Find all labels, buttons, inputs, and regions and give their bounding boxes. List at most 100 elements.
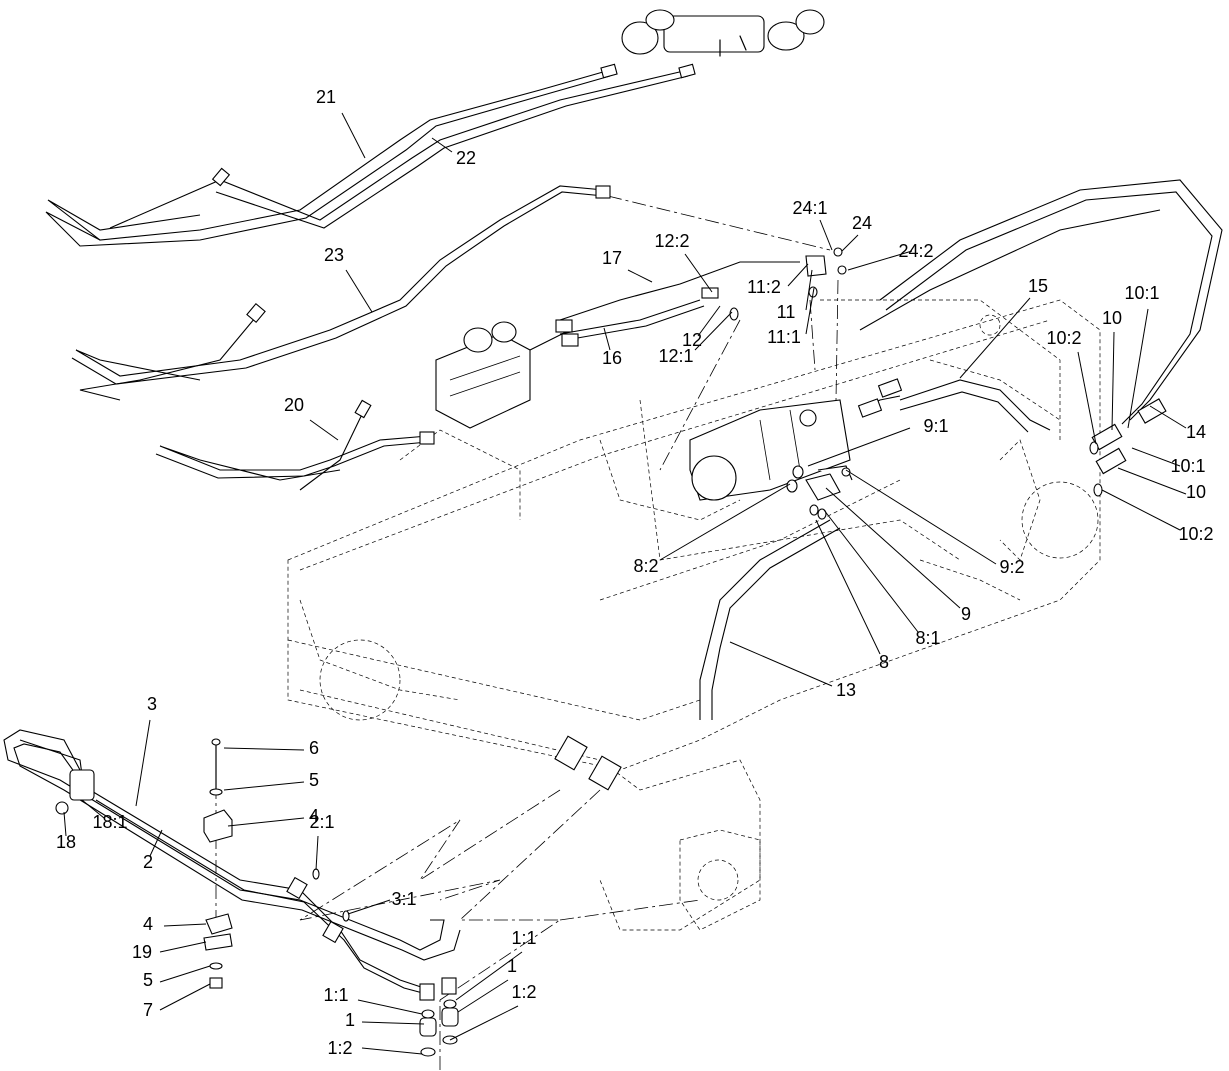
callout-leader-10 bbox=[805, 269, 813, 311]
callout-leader-29 bbox=[729, 641, 833, 687]
callout-label-37: 2 bbox=[143, 852, 153, 872]
hose-13 bbox=[554, 519, 841, 791]
callout-label-35: 18 bbox=[56, 832, 76, 852]
callout-leader-0 bbox=[341, 112, 366, 159]
callout-leader-24 bbox=[845, 469, 997, 565]
machine-frame bbox=[287, 299, 1101, 931]
callout-leader-3 bbox=[309, 419, 339, 441]
callout-label-2: 23 bbox=[324, 245, 344, 265]
callout-label-8: 24 bbox=[852, 213, 872, 233]
callout-leader-37 bbox=[149, 829, 163, 857]
hose-20 bbox=[155, 399, 435, 491]
callout-leader-42 bbox=[159, 983, 211, 1011]
callout-leader-48 bbox=[361, 1047, 423, 1055]
callout-leader-44 bbox=[457, 979, 509, 1013]
callout-leader-28 bbox=[815, 519, 881, 655]
callout-label-13: 16 bbox=[602, 348, 622, 368]
callout-leader-45 bbox=[449, 1005, 519, 1041]
callout-leader-21 bbox=[1131, 447, 1181, 467]
callout-leader-16 bbox=[1127, 308, 1149, 429]
steering-cylinder bbox=[621, 9, 825, 57]
callout-label-11: 11:1 bbox=[767, 327, 801, 347]
callout-leader-2 bbox=[345, 269, 373, 313]
hydraulic-pump bbox=[689, 399, 851, 501]
callout-leader-20 bbox=[807, 427, 911, 467]
callout-leader-38 bbox=[347, 899, 391, 915]
callout-label-23: 10:2 bbox=[1178, 524, 1213, 544]
callout-leader-40 bbox=[159, 941, 207, 953]
callout-label-17: 10 bbox=[1102, 308, 1122, 328]
callout-label-32: 5 bbox=[309, 770, 319, 790]
callout-label-18: 10:2 bbox=[1046, 328, 1081, 348]
callout-leader-39 bbox=[163, 923, 207, 927]
callout-label-45: 1:2 bbox=[511, 982, 536, 1002]
callout-leader-11 bbox=[805, 287, 815, 335]
callout-leader-25 bbox=[659, 483, 791, 561]
control-valve bbox=[435, 321, 531, 429]
callout-leader-32 bbox=[223, 781, 305, 791]
callout-leader-30 bbox=[135, 719, 151, 807]
callout-label-3: 20 bbox=[284, 395, 304, 415]
callout-leader-5 bbox=[684, 253, 713, 293]
callout-leader-34 bbox=[81, 799, 105, 819]
callout-leader-17 bbox=[1111, 331, 1115, 431]
tube-assembly-2-3 bbox=[3, 729, 461, 997]
callout-label-21: 10:1 bbox=[1170, 456, 1205, 476]
hose-23 bbox=[71, 185, 611, 401]
callout-label-4: 17 bbox=[602, 248, 622, 268]
callout-label-30: 3 bbox=[147, 694, 157, 714]
callout-label-10: 11 bbox=[777, 302, 796, 322]
callout-label-42: 7 bbox=[143, 1000, 153, 1020]
callout-label-31: 6 bbox=[309, 738, 319, 758]
callout-label-25: 8:2 bbox=[633, 556, 658, 576]
callout-label-6: 11:2 bbox=[747, 277, 781, 297]
callout-leader-43 bbox=[455, 951, 523, 1001]
callout-leader-6 bbox=[787, 263, 809, 287]
hose-14-15 bbox=[857, 179, 1223, 433]
callout-label-7: 24:1 bbox=[792, 198, 827, 218]
callout-leader-7 bbox=[819, 219, 833, 251]
callout-label-16: 10:1 bbox=[1124, 283, 1159, 303]
callout-leader-33 bbox=[227, 817, 305, 827]
fitting-11-24 bbox=[805, 247, 847, 298]
callout-leader-9 bbox=[847, 250, 913, 271]
callout-label-9: 24:2 bbox=[898, 241, 933, 261]
fitting-1 bbox=[419, 977, 459, 1057]
callout-label-14: 12:1 bbox=[658, 346, 693, 366]
callout-label-29: 13 bbox=[836, 680, 856, 700]
callout-leader-18 bbox=[1077, 351, 1097, 445]
callout-leader-41 bbox=[159, 965, 211, 983]
callout-leader-15 bbox=[959, 297, 1031, 379]
callout-leader-4 bbox=[627, 269, 653, 283]
callout-label-36: 2:1 bbox=[309, 812, 334, 832]
phantom-lines bbox=[215, 195, 839, 1070]
callout-label-43: 1:1 bbox=[511, 928, 536, 948]
callout-label-28: 8 bbox=[879, 652, 889, 672]
callout-label-38: 3:1 bbox=[391, 889, 416, 909]
fitting-10 bbox=[1089, 423, 1127, 497]
callout-label-15: 15 bbox=[1028, 276, 1048, 296]
callout-leader-14 bbox=[694, 311, 733, 351]
callout-label-19: 14 bbox=[1186, 422, 1206, 442]
callout-leader-13 bbox=[603, 327, 611, 351]
callout-label-0: 21 bbox=[316, 87, 336, 107]
callout-label-20: 9:1 bbox=[923, 416, 948, 436]
callout-label-46: 1:1 bbox=[323, 985, 348, 1005]
callout-leader-22 bbox=[1117, 467, 1187, 495]
callout-label-41: 5 bbox=[143, 970, 153, 990]
callout-label-22: 10 bbox=[1186, 482, 1206, 502]
callout-leader-31 bbox=[223, 747, 305, 751]
callout-label-34: 18:1 bbox=[92, 812, 127, 832]
callout-leader-47 bbox=[361, 1021, 425, 1025]
callout-leader-19 bbox=[1149, 405, 1187, 429]
callout-label-26: 9 bbox=[961, 604, 971, 624]
callout-leader-27 bbox=[823, 509, 919, 633]
callout-leader-46 bbox=[357, 999, 423, 1015]
clamp-stack bbox=[203, 738, 233, 989]
callout-label-47: 1 bbox=[345, 1010, 355, 1030]
callout-leader-23 bbox=[1101, 489, 1181, 531]
callout-label-27: 8:1 bbox=[915, 628, 940, 648]
hose-21-22 bbox=[45, 63, 696, 247]
